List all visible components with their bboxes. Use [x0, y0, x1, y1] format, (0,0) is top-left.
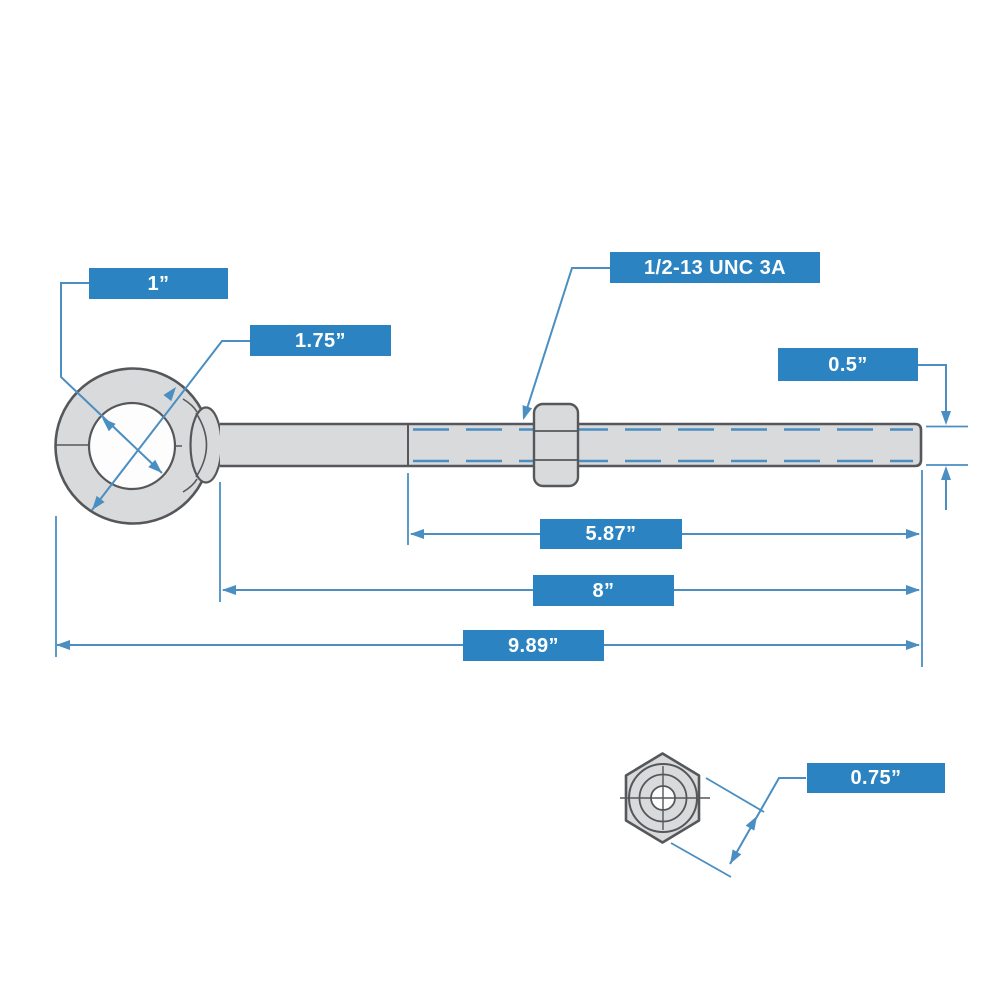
collar-face-arc — [195, 412, 208, 478]
arrow-shank-diameter-up-icon — [941, 466, 951, 480]
arrow-inner-lower-right-icon — [148, 459, 162, 473]
leader-eye-outer-diameter — [91, 340, 250, 511]
arrow-thread-spec-icon — [522, 405, 533, 420]
arrow-inner-upper-left-icon — [102, 418, 116, 432]
arrow-outer-lower-left-icon — [92, 495, 105, 510]
nut-side-view — [532, 402, 580, 488]
shank-outline — [220, 422, 923, 468]
label-eye-inner-diameter: 1” — [89, 268, 228, 299]
collar-fillet-bottom — [182, 478, 198, 493]
label-shank-length: 8” — [533, 575, 674, 606]
collar-fillet-top — [182, 398, 198, 413]
label-shank-diameter: 0.5” — [778, 348, 918, 381]
arrow-shank-diameter-down-icon — [941, 411, 951, 425]
label-nut-width: 0.75” — [807, 763, 945, 793]
leader-shank-diameter-top — [918, 364, 947, 420]
arrow-thread-length-left-icon — [410, 529, 424, 539]
arrow-shank-length-right-icon — [906, 585, 920, 595]
arrow-shank-length-left-icon — [222, 585, 236, 595]
label-thread-length: 5.87” — [540, 519, 682, 549]
arrow-overall-length-right-icon — [906, 640, 920, 650]
leader-nut-width — [729, 777, 806, 865]
ext-line-nut-lower — [670, 842, 732, 878]
label-eye-outer-diameter: 1.75” — [250, 325, 391, 356]
arrow-outer-upper-right-icon — [163, 387, 176, 402]
label-thread-spec: 1/2-13 UNC 3A — [610, 252, 820, 283]
arrow-nut-width-lower-icon — [730, 849, 742, 864]
leader-thread-spec — [523, 267, 610, 419]
arrow-overall-length-left-icon — [56, 640, 70, 650]
arrow-nut-width-upper-icon — [745, 816, 757, 831]
ext-line-nut-upper — [705, 777, 765, 813]
label-overall-length: 9.89” — [463, 630, 604, 661]
arrow-thread-length-right-icon — [906, 529, 920, 539]
